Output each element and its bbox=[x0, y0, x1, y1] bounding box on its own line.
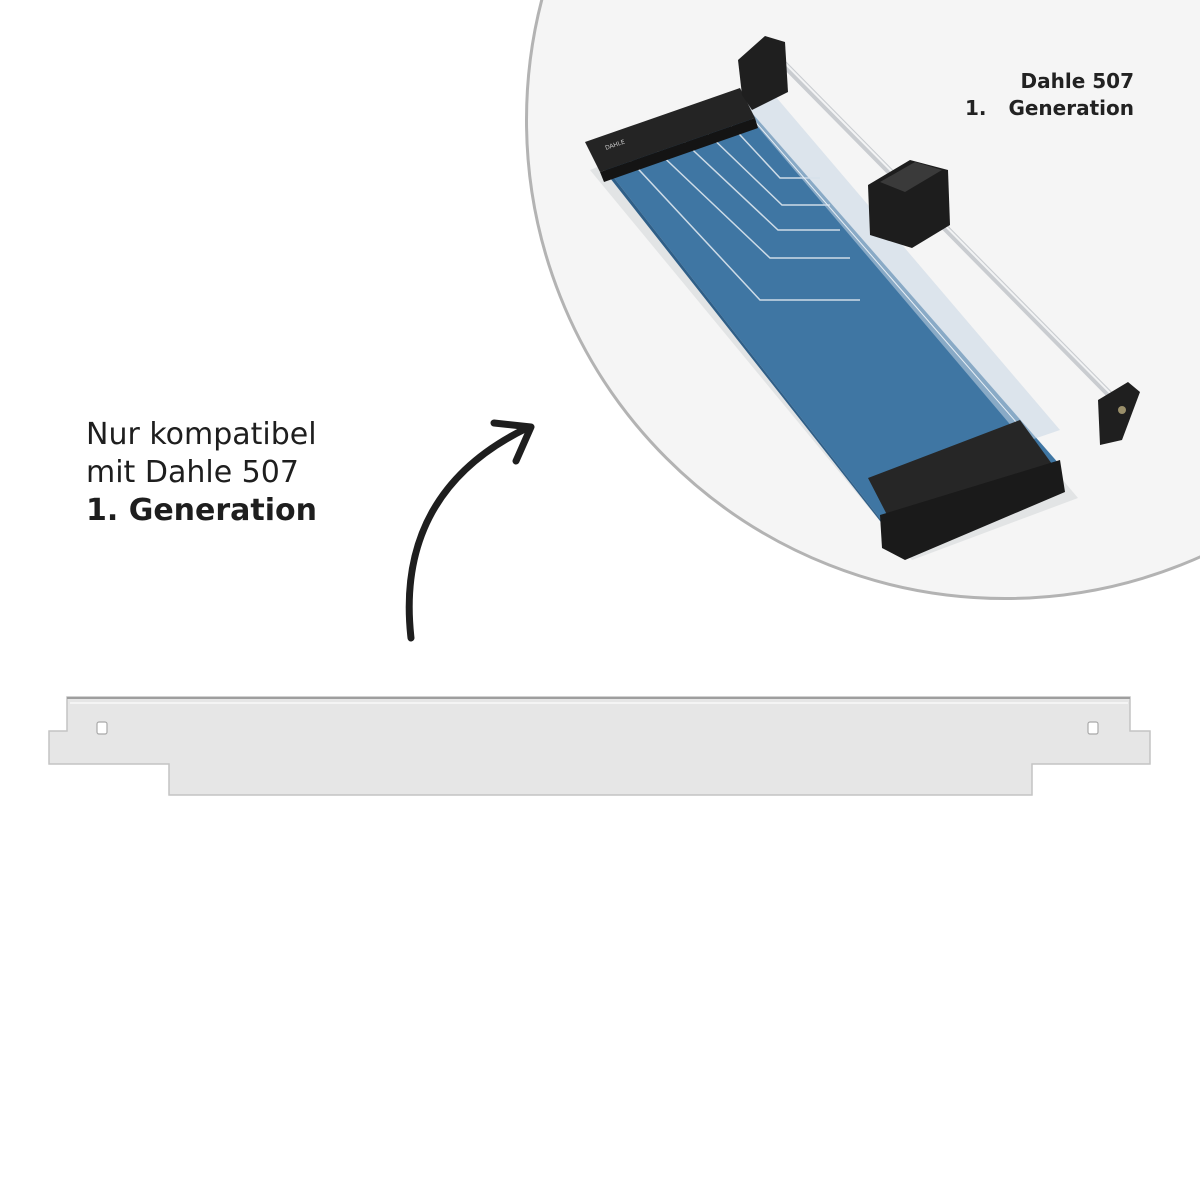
caption-model: Dahle 507 bbox=[1020, 69, 1134, 93]
caption-generation-number: 1. bbox=[964, 96, 987, 120]
headline-line-2: mit Dahle 507 bbox=[86, 455, 299, 490]
circle-caption: Dahle 507 1. Generation bbox=[965, 68, 1134, 122]
rail-support-top bbox=[738, 36, 788, 110]
ruler-strip bbox=[735, 90, 1060, 442]
trimmer-base-plate bbox=[600, 105, 1060, 525]
cutting-strip bbox=[48, 696, 1151, 796]
headline-line-3: 1. Generation bbox=[86, 493, 318, 528]
top-end-cap bbox=[585, 88, 755, 172]
headline-line-1: Nur kompatibel bbox=[86, 417, 317, 452]
mounting-hole-right bbox=[1087, 721, 1099, 735]
rail-support-bottom bbox=[1098, 382, 1140, 445]
caption-generation: 1. Generation bbox=[965, 95, 1134, 122]
caption-generation-word: Generation bbox=[1008, 96, 1134, 120]
mounting-hole-left bbox=[96, 721, 108, 735]
cutting-head bbox=[868, 160, 950, 248]
compatibility-headline: Nur kompatibel mit Dahle 507 1. Generati… bbox=[86, 416, 317, 530]
